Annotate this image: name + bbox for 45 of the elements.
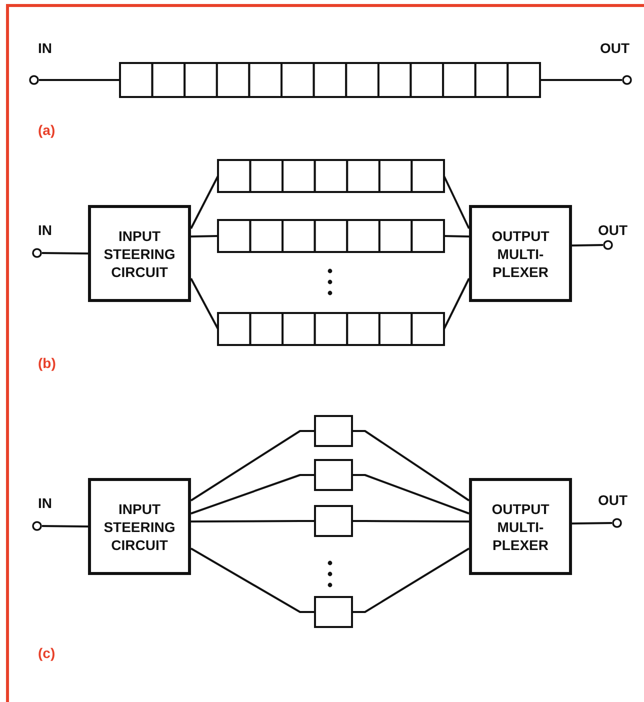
connector-line	[352, 520, 469, 522]
shift-register	[217, 159, 445, 193]
terminal-label: IN	[38, 495, 52, 511]
connector-line	[352, 430, 470, 502]
terminal-label: IN	[38, 222, 52, 238]
circuit-block	[88, 205, 191, 302]
shift-register	[217, 312, 445, 346]
connector-line	[190, 548, 315, 613]
block-label: INPUT STEERING CIRCUIT	[102, 500, 176, 554]
connector-line	[39, 79, 120, 81]
shift-register	[217, 219, 445, 253]
connector-line	[190, 278, 219, 330]
block-label: INPUT STEERING CIRCUIT	[102, 226, 176, 280]
register-cell	[314, 505, 353, 537]
register-cell	[314, 596, 353, 628]
terminal-label: OUT	[598, 492, 628, 508]
terminal-label: OUT	[600, 40, 630, 56]
terminal-label: OUT	[598, 222, 628, 238]
connector-line	[190, 430, 315, 502]
terminal-label: IN	[38, 40, 52, 56]
connector-line	[190, 176, 219, 229]
connector-line	[42, 252, 88, 254]
circuit-block	[469, 478, 572, 575]
connector-line	[572, 244, 604, 246]
register-cell	[314, 459, 353, 491]
block-label: OUTPUT MULTI- PLEXER	[490, 226, 550, 280]
connector-line	[42, 525, 88, 528]
connector-line	[190, 474, 315, 514]
connector-line	[443, 278, 470, 330]
connector-line	[444, 235, 470, 238]
panel-label: (c)	[38, 645, 56, 661]
panel-label: (b)	[38, 355, 56, 371]
connector-line	[191, 520, 315, 522]
circuit-block	[469, 205, 572, 302]
panel-label: (a)	[38, 122, 56, 138]
register-cell	[314, 415, 353, 447]
connector-line	[352, 548, 470, 613]
connector-line	[190, 235, 218, 238]
circuit-block	[88, 478, 191, 575]
block-label: OUTPUT MULTI- PLEXER	[490, 500, 550, 554]
shift-register	[119, 62, 541, 98]
connector-line	[352, 474, 470, 514]
connector-line	[540, 79, 622, 81]
connector-line	[443, 176, 470, 229]
connector-line	[572, 522, 612, 524]
